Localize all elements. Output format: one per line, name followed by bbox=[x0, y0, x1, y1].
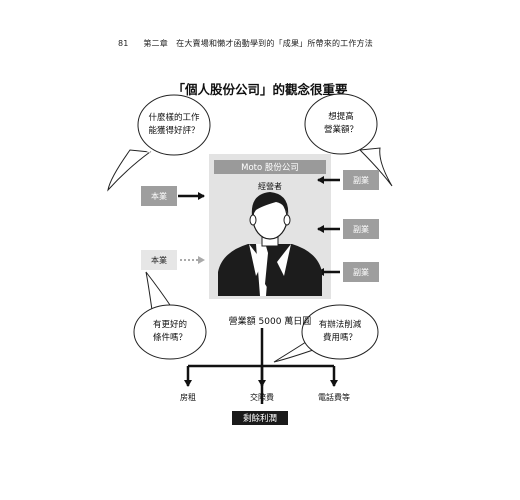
side-job-box-1: 副業 bbox=[343, 170, 379, 190]
cost-rent: 房租 bbox=[180, 393, 196, 402]
chapter-title: 第二章 在大賣場和懶才函動學到的「成果」所帶來的工作方法 bbox=[143, 39, 373, 48]
side-job-box-3: 副業 bbox=[343, 262, 379, 282]
bubble-top-right: 想提高 營業額？ bbox=[323, 112, 358, 135]
main-job-box: 本業 bbox=[141, 186, 177, 206]
bubble-bottom-left-shape bbox=[133, 271, 207, 360]
ceo-label: 經營者 bbox=[258, 182, 282, 191]
ceo-illustration bbox=[218, 192, 322, 296]
main-job-box-potential: 本業 bbox=[141, 250, 177, 270]
diagram-title: 「個人股份公司」的觀念很重要 bbox=[172, 82, 348, 97]
page-header: 81 第二章 在大賣場和懶才函動學到的「成果」所帶來的工作方法 bbox=[118, 38, 373, 49]
bubble-top-left: 什麼樣的工作 能獲得好評？ bbox=[148, 113, 200, 136]
cost-entertainment: 交際費 bbox=[250, 393, 274, 402]
revenue-label: 營業額 5000 萬日圓 bbox=[228, 317, 312, 327]
bubble-top-right-shape bbox=[304, 93, 393, 187]
profit-box: 剩餘利潤 bbox=[232, 411, 288, 425]
bubble-top-left-shape bbox=[107, 94, 211, 192]
page-number: 81 bbox=[118, 39, 129, 48]
cost-phone: 電話費等 bbox=[318, 393, 350, 402]
bubble-bottom-right: 有辦法削減 費用嗎？ bbox=[318, 320, 362, 343]
side-job-box-2: 副業 bbox=[343, 219, 379, 239]
bubble-bottom-right-shape bbox=[273, 304, 379, 363]
bubble-bottom-left: 有更好的 條件嗎？ bbox=[152, 320, 187, 343]
company-name: Moto 股份公司 bbox=[214, 160, 326, 174]
